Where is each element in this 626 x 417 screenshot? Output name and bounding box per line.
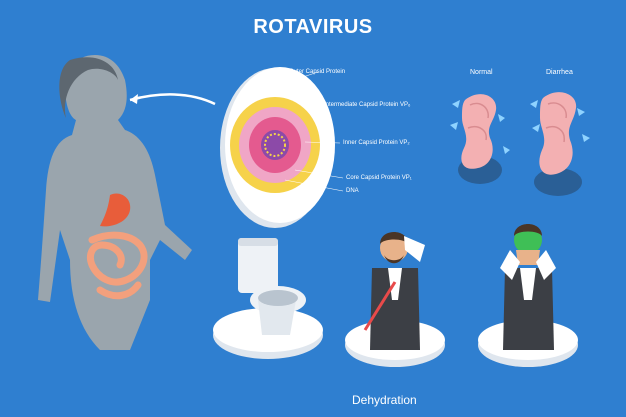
intestine-icon [86, 231, 148, 300]
page-title: ROTAVIRUS [253, 16, 373, 38]
intermediate-capsid-label: Intermediate Capsid Protein VP₆ [324, 102, 411, 108]
dehydration-caption: Dehydration [352, 393, 417, 407]
diarrhea-label: Diarrhea [546, 69, 573, 76]
man-with-thermometer [345, 232, 445, 367]
diarrhea-intestine-icon [534, 92, 582, 196]
core-capsid-label: Core Capsid Protein VP₁ [346, 175, 412, 181]
toilet-icon [213, 238, 323, 359]
man-feeling-sick [478, 224, 578, 367]
dna-label: DNA [346, 188, 359, 194]
outer-capsid-label: Outer Capsid Protein [289, 69, 346, 75]
normal-label: Normal [470, 69, 493, 76]
virus-diagram [220, 67, 335, 228]
stomach-icon [100, 193, 131, 227]
normal-intestine-icon [458, 94, 502, 184]
inner-capsid-label: Inner Capsid Protein VP₂ [343, 140, 410, 146]
infection-arrow [129, 93, 216, 106]
